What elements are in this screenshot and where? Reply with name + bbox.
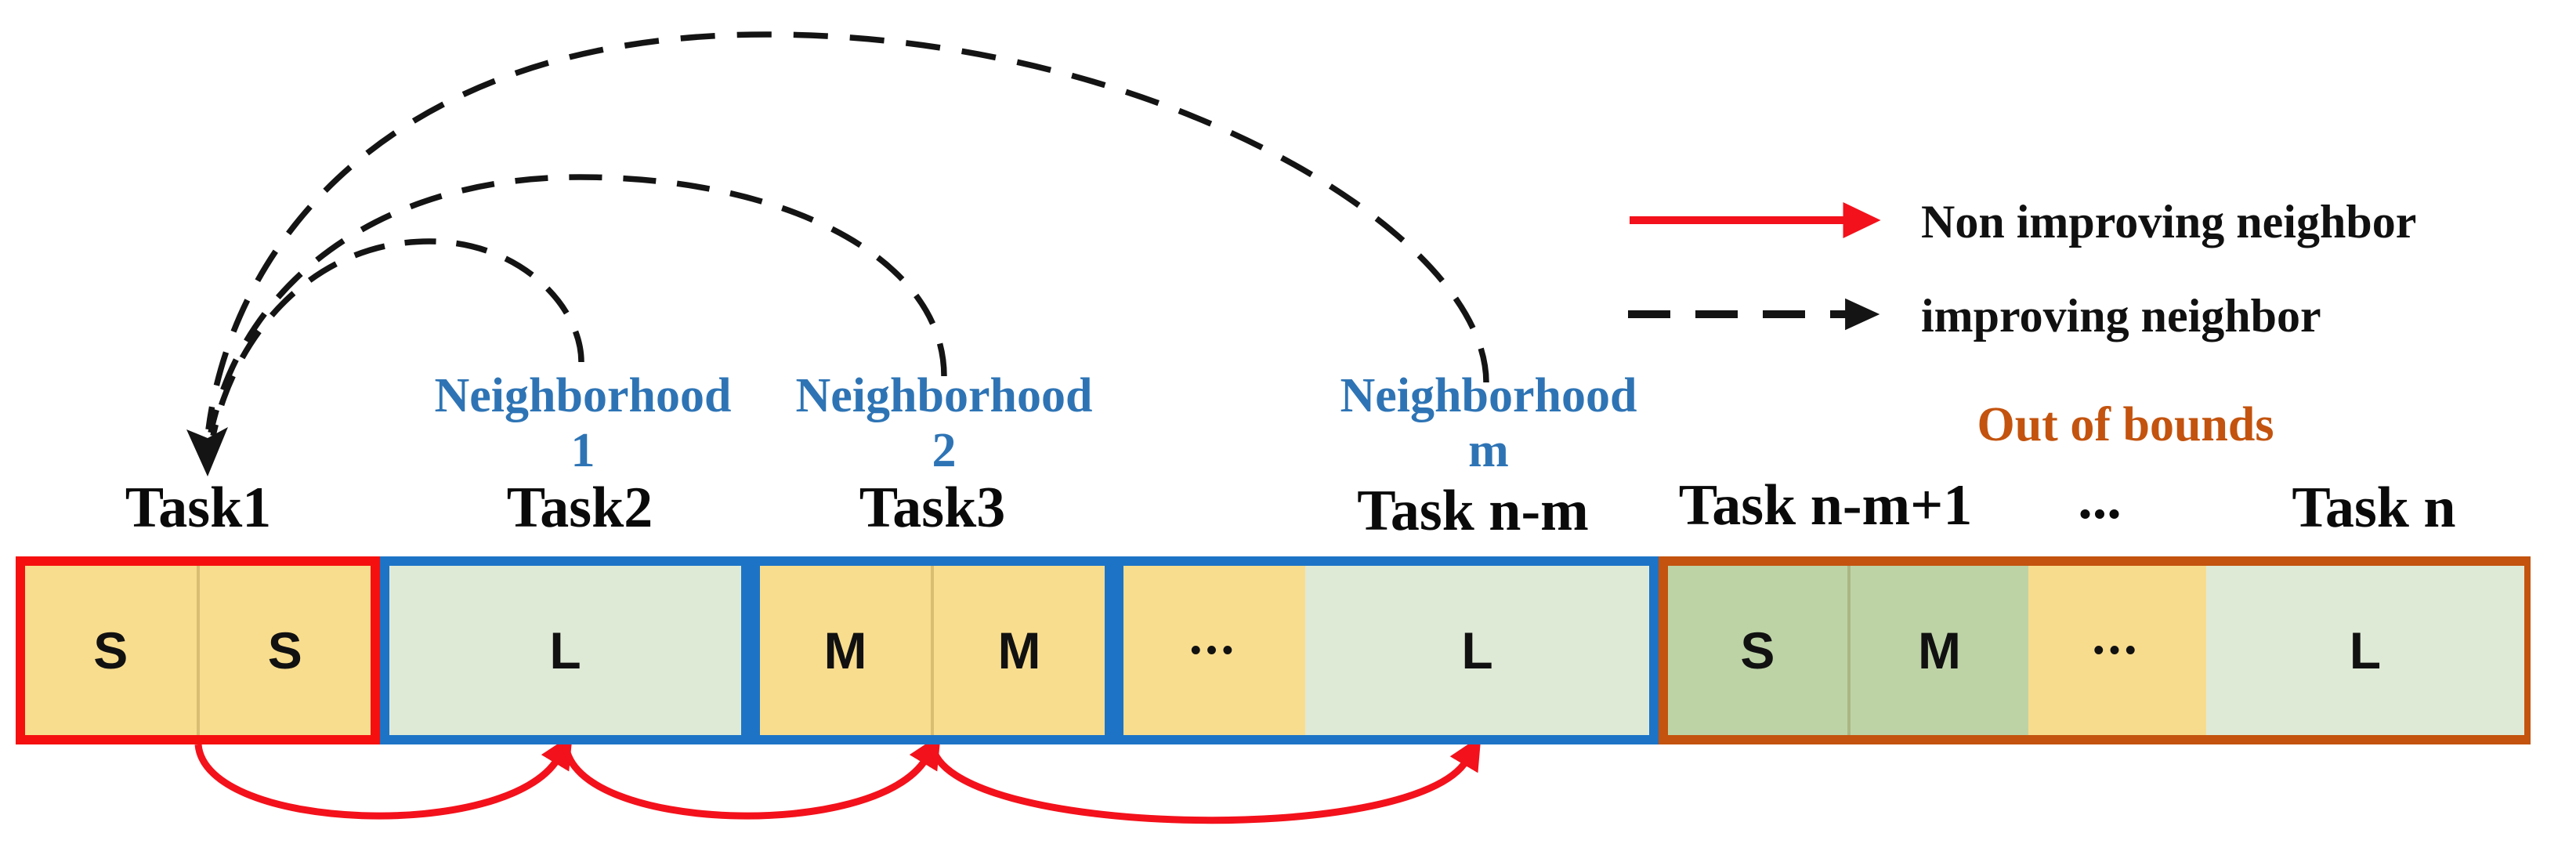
- legend-label-improving: improving neighbor: [1921, 290, 2321, 342]
- task-label-1: Task1: [125, 476, 272, 540]
- task-label-dots: ...: [2078, 467, 2122, 531]
- cell-value: L: [2349, 621, 2382, 679]
- cell-value: M: [997, 621, 1041, 679]
- cell-oob-s: S: [1668, 566, 1847, 735]
- legend-label-non-improving: Non improving neighbor: [1921, 196, 2417, 248]
- neighborhood-1-label: Neighborhood 1: [435, 368, 732, 478]
- neighborhood-2-title: Neighborhood: [795, 369, 1093, 422]
- segment-task3: M M: [751, 556, 1114, 744]
- task-label-n: Task n: [2292, 476, 2456, 540]
- improving-arc-neighborhood-1: [210, 238, 584, 436]
- task1-arrowhead-icon: [186, 427, 228, 476]
- cell-task-n-m-l: L: [1305, 566, 1649, 735]
- cell-value: M: [823, 621, 867, 679]
- neighborhood-1-index: 1: [570, 424, 595, 478]
- segment-task1: S S: [16, 556, 380, 744]
- cell-task1-s2: S: [196, 566, 371, 735]
- cell-value: M: [1917, 621, 1961, 679]
- neighborhood-2-index: 2: [932, 424, 957, 478]
- non-improving-arc-1: [194, 734, 573, 820]
- task-label-2: Task2: [506, 476, 653, 540]
- cell-task3-m1: M: [760, 566, 931, 735]
- neighborhood-m-label: Neighborhood m: [1340, 368, 1637, 478]
- improving-arc-neighborhood-2: [208, 174, 947, 433]
- cell-value: L: [549, 621, 581, 679]
- segment-task-n-m: ••• L: [1114, 556, 1659, 744]
- non-improving-arc-3: [928, 735, 1482, 824]
- cell-oob-ellipsis: •••: [2028, 566, 2206, 735]
- cell-value: •••: [1190, 634, 1239, 667]
- cell-task1-s1: S: [25, 566, 197, 735]
- non-improving-arc-2: [562, 734, 941, 820]
- segment-task2: L: [380, 556, 751, 744]
- neighborhood-m-title: Neighborhood: [1340, 369, 1637, 422]
- task-label-3: Task3: [859, 476, 1006, 540]
- neighborhood-2-label: Neighborhood 2: [796, 368, 1093, 478]
- cell-task2-l: L: [389, 566, 741, 735]
- improving-arc-neighborhood-m: [205, 31, 1489, 430]
- neighborhood-1-title: Neighborhood: [434, 369, 732, 422]
- cell-value: L: [1461, 621, 1493, 679]
- cell-value: •••: [2093, 634, 2141, 667]
- cell-ellipsis: •••: [1123, 566, 1306, 735]
- task-label-n-m1: Task n-m+1: [1678, 473, 1973, 538]
- out-of-bounds-label: Out of bounds: [1977, 398, 2274, 451]
- cell-task3-m2: M: [931, 566, 1105, 735]
- task-sequence-bar: S S L M M ••• L: [16, 556, 2531, 744]
- cell-value: S: [93, 621, 128, 679]
- cell-oob-l: L: [2205, 566, 2524, 735]
- neighborhood-m-index: m: [1468, 424, 1509, 478]
- cell-oob-m: M: [1847, 566, 2029, 735]
- cell-value: S: [267, 621, 302, 679]
- cell-value: S: [1740, 621, 1775, 679]
- task-label-n-m: Task n-m: [1357, 479, 1589, 543]
- segment-out-of-bounds: S M ••• L: [1659, 556, 2531, 744]
